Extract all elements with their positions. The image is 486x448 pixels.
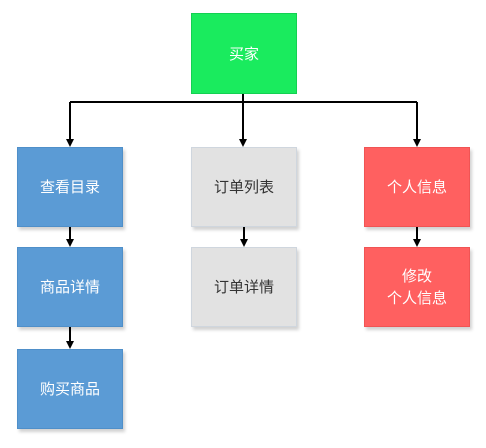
node-label: 买家: [228, 44, 259, 63]
node-product-detail: 商品详情: [17, 247, 123, 327]
node-edit-personal-info: 修改 个人信息: [364, 247, 470, 327]
node-buy-product: 购买商品: [17, 349, 123, 429]
node-view-catalog: 查看目录: [17, 147, 123, 227]
node-order-detail: 订单详情: [191, 247, 297, 327]
node-label: 订单详情: [213, 278, 274, 296]
node-label: 购买商品: [39, 380, 100, 398]
node-label: 修改 个人信息: [386, 267, 447, 307]
node-label: 订单列表: [213, 178, 274, 196]
node-personal-info: 个人信息: [364, 147, 470, 227]
node-label: 商品详情: [39, 278, 100, 296]
node-buyer-root: 买家: [191, 13, 297, 94]
node-order-list: 订单列表: [191, 147, 297, 227]
node-label: 个人信息: [386, 178, 447, 196]
node-label: 查看目录: [39, 178, 100, 196]
